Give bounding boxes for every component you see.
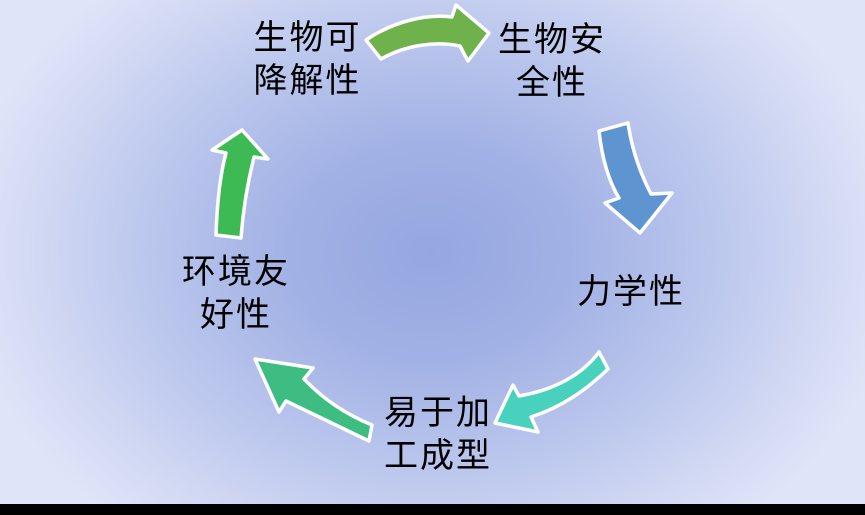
node-processability-line1: 易于加 — [384, 394, 492, 432]
node-biosafety-line1: 生物安 — [498, 21, 606, 59]
node-eco-line2: 好性 — [200, 296, 272, 334]
arrow-biosafety-to-mechanical-icon — [597, 121, 674, 235]
node-eco-line1: 环境友 — [182, 253, 290, 291]
node-mechanical-property: 力学性 — [575, 271, 687, 314]
node-mechanical-line1: 力学性 — [577, 273, 685, 311]
arrow-biodegradability-to-biosafety-icon — [364, 3, 491, 63]
node-biodegradability-line2: 降解性 — [253, 62, 362, 100]
node-biodegradability-line1: 生物可 — [253, 19, 362, 57]
node-processability-line2: 工成型 — [384, 437, 492, 475]
node-biodegradability: 生物可 降解性 — [250, 17, 365, 103]
arrow-mechanical-to-processability-icon — [493, 350, 610, 434]
arrow-eco-to-biodegradability-icon — [210, 128, 270, 240]
node-biosafety: 生物安 全性 — [496, 19, 608, 105]
bottom-letterbox-bar — [0, 504, 865, 515]
node-biosafety-line2: 全性 — [516, 64, 588, 102]
node-processability: 易于加 工成型 — [382, 392, 494, 478]
arrow-processability-to-eco-icon — [253, 357, 374, 443]
node-eco-friendliness: 环境友 好性 — [180, 251, 292, 337]
